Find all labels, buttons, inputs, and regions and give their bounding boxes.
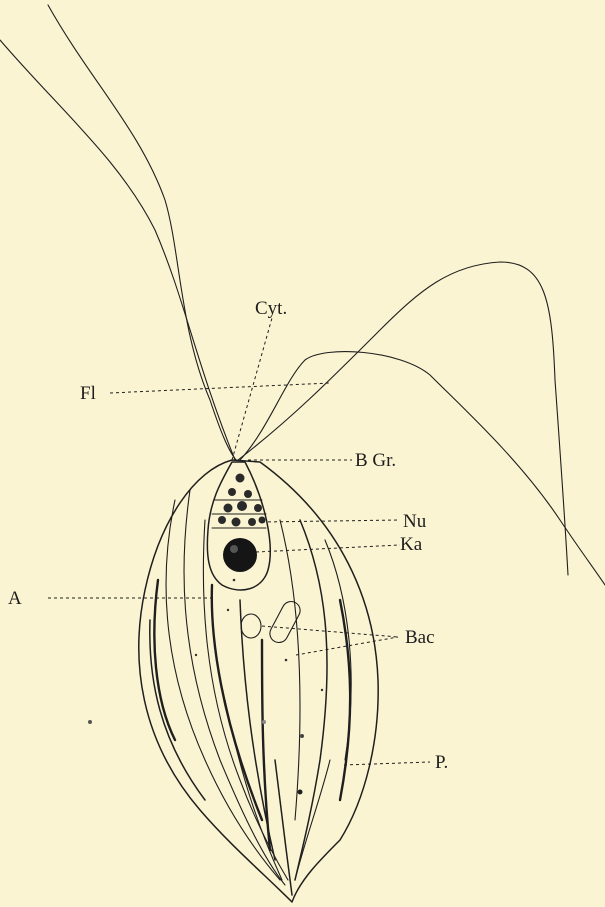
label-nucleus: Nu: [403, 511, 427, 532]
label-axostyle: A: [8, 588, 22, 609]
karyosome: [223, 538, 257, 572]
label-periplast: P.: [435, 752, 448, 773]
chromatin-granule: [228, 488, 236, 496]
chromatin-granule: [224, 504, 233, 513]
cell-body-outline: [139, 460, 378, 902]
bacterium: [241, 614, 261, 638]
label-bacteria: Bac: [405, 627, 435, 648]
label-basal-granule: B Gr.: [355, 450, 396, 471]
chromatin-granule: [232, 518, 241, 527]
chromatin-granule: [244, 490, 252, 498]
bacteria: [241, 598, 303, 645]
chromatin-granule: [254, 504, 262, 512]
chromatin-granule: [248, 518, 256, 526]
label-cytostome: Cyt.: [255, 298, 287, 319]
leader-bac-1: [262, 626, 398, 637]
flagellum-left-outer: [0, 40, 235, 460]
label-flagella: Fl: [80, 383, 96, 404]
nucleus: [207, 462, 270, 590]
leader-fl: [110, 383, 330, 393]
labels: Cyt. Fl B Gr. Nu Ka A Bac P.: [8, 298, 448, 773]
leader-nu: [262, 520, 400, 522]
label-karyosome: Ka: [400, 534, 423, 555]
chromatin-granule: [218, 516, 226, 524]
chromatin-granule: [237, 501, 247, 511]
leader-p: [344, 762, 430, 765]
chromatin-granule: [236, 474, 245, 483]
leader-cyt: [232, 318, 272, 460]
